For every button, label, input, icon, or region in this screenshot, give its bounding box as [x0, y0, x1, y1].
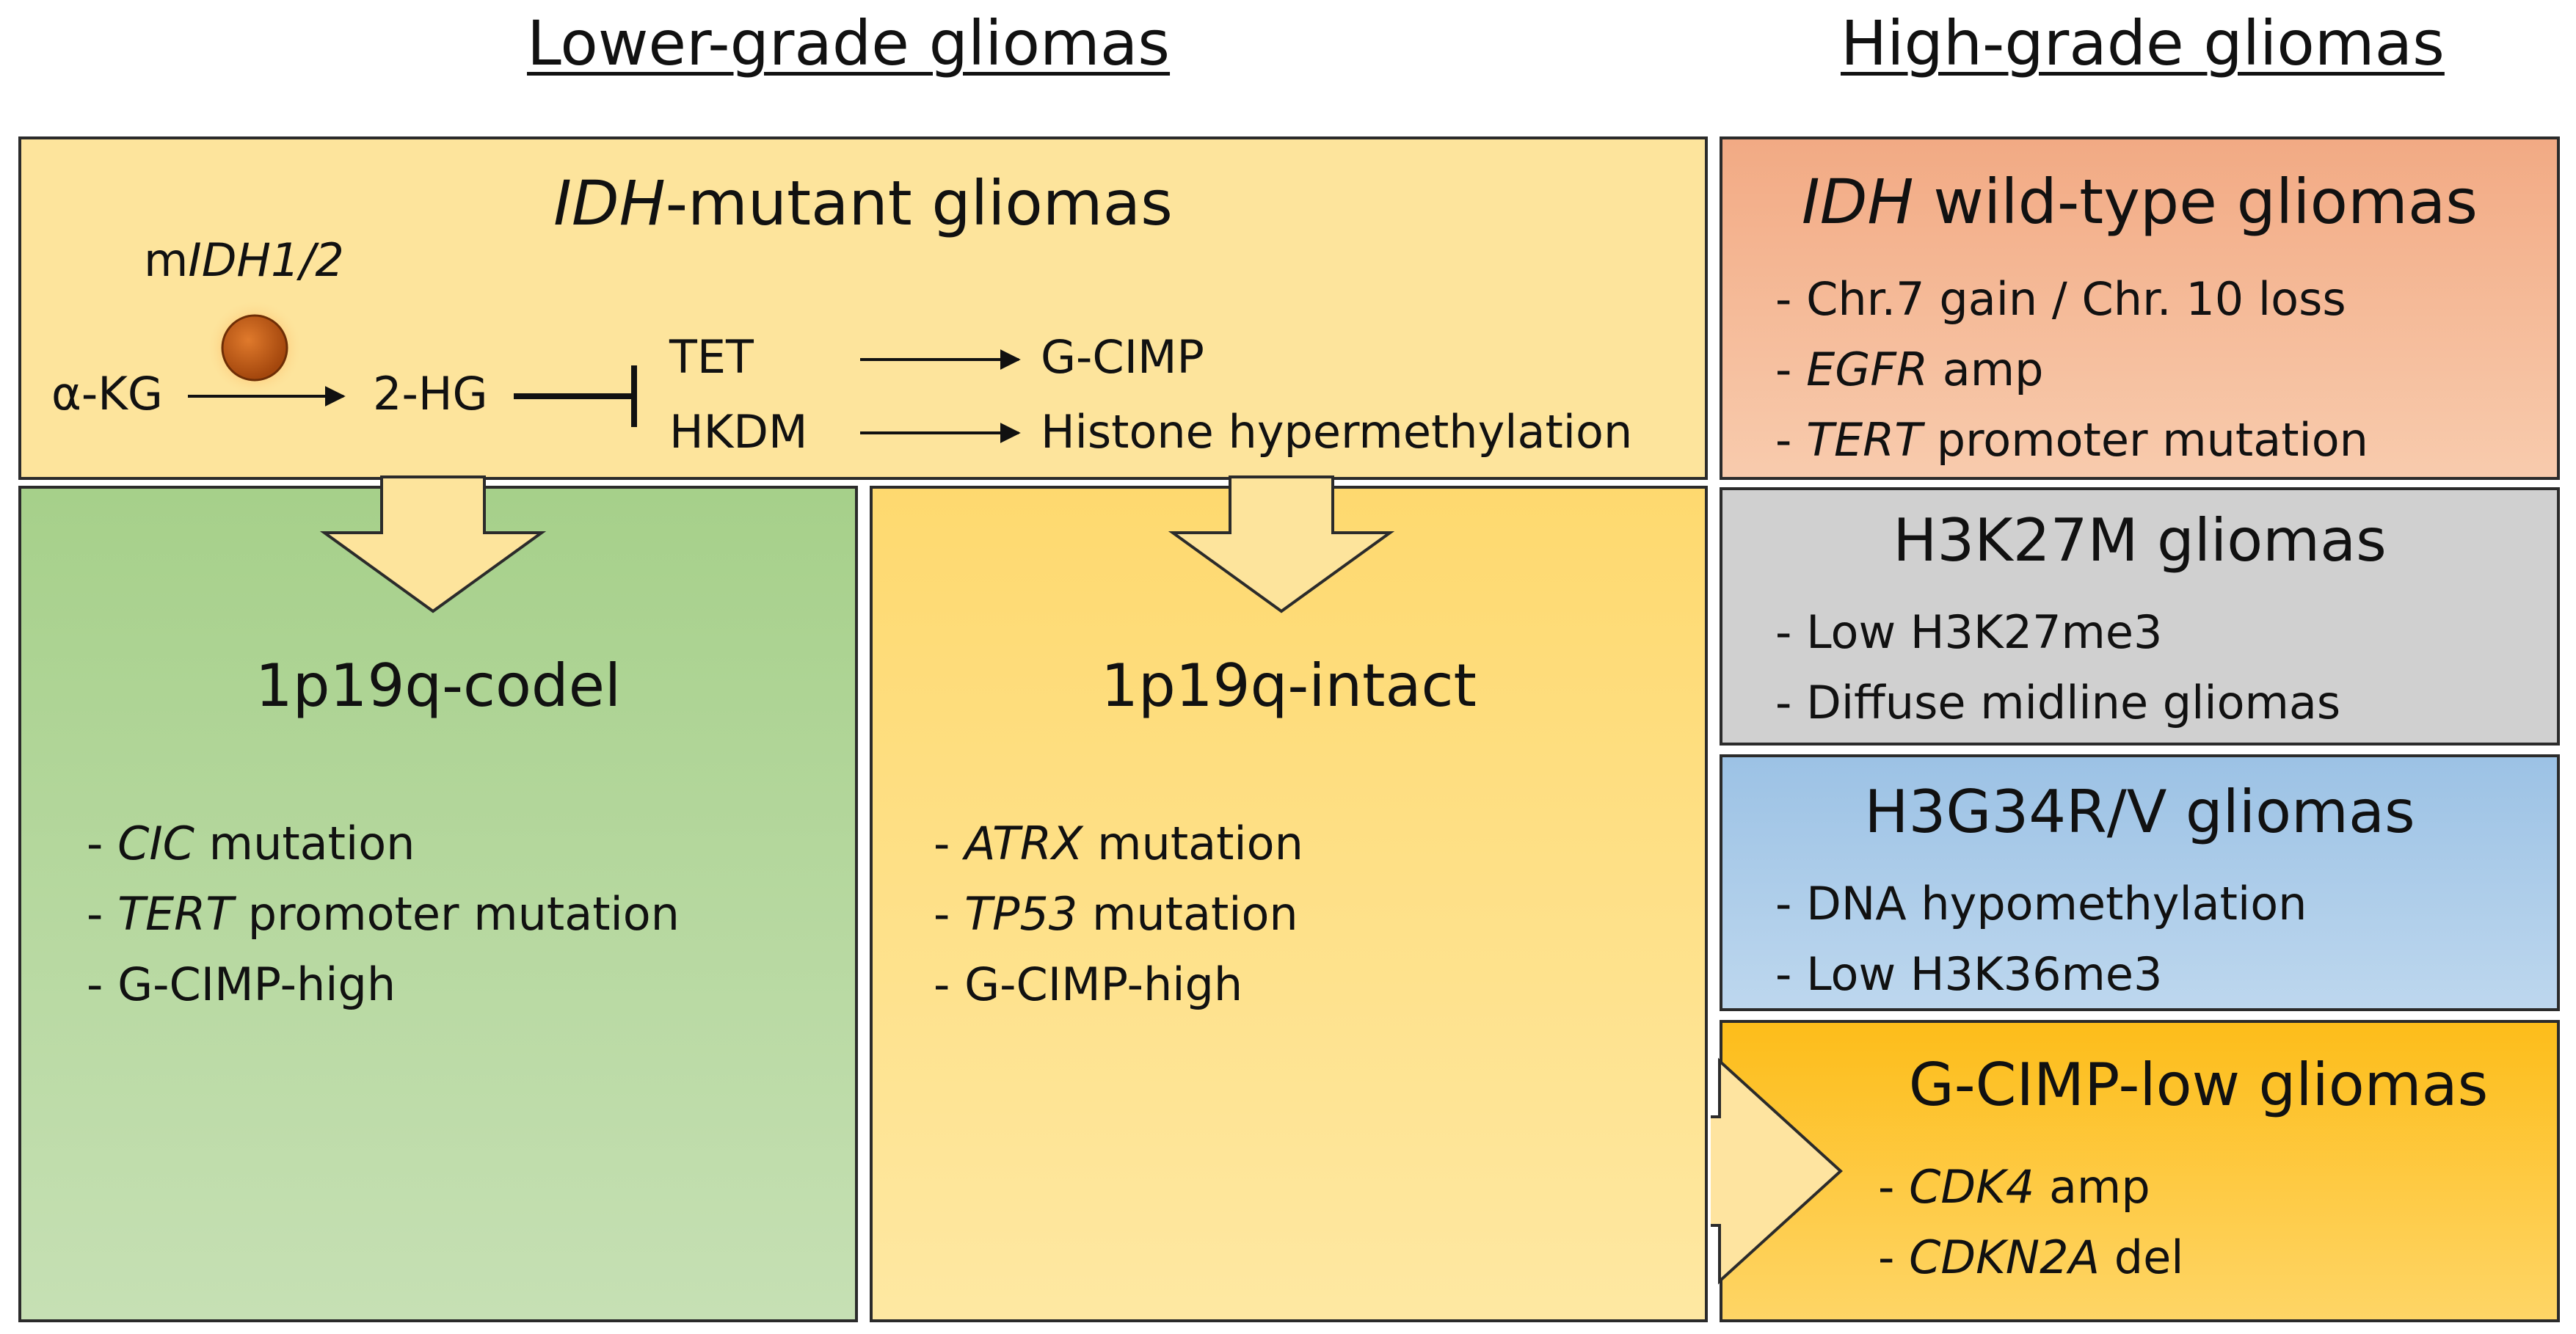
- idh-mutant-title: IDH-mutant gliomas: [21, 167, 1705, 239]
- idh-wildtype-bullets: - Chr.7 gain / Chr. 10 loss - EGFR amp -…: [1775, 264, 2368, 475]
- lower-grade-header: Lower-grade gliomas: [527, 7, 1171, 79]
- outcome-gcimp-label: G-CIMP: [1041, 330, 1204, 384]
- target-hkdm-label: HKDM: [669, 405, 808, 459]
- enzyme-label: mIDH1/2: [144, 233, 344, 287]
- list-item: - CDK4 amp: [1878, 1160, 2150, 1214]
- list-item: - G-CIMP-high: [87, 958, 396, 1011]
- list-item: - CIC mutation: [87, 817, 415, 870]
- list-item: - TERT promoter mutation: [1775, 413, 2368, 467]
- intact-title: 1p19q-intact: [1101, 652, 1477, 720]
- list-item: - EGFR amp: [1775, 343, 2044, 396]
- enzyme-dot-icon: [221, 314, 288, 382]
- substrate-label: α-KG: [51, 367, 163, 420]
- idh-wildtype-title: IDH wild-type gliomas: [1722, 166, 2557, 238]
- codel-box: [18, 486, 858, 1322]
- idh-mutant-title-italic: IDH: [553, 167, 666, 239]
- list-item: - Low H3K36me3: [1775, 947, 2163, 1001]
- h3g34-box: H3G34R/V gliomas - DNA hypomethylation -…: [1720, 754, 2560, 1011]
- h3k27m-title: H3K27M gliomas: [1893, 506, 2387, 575]
- block-arrow-to-codel: [319, 475, 547, 613]
- idh-wildtype-title-italic: IDH: [1801, 166, 1914, 238]
- list-item: - ATRX mutation: [934, 817, 1303, 870]
- idh-wildtype-box: IDH wild-type gliomas - Chr.7 gain / Chr…: [1720, 136, 2560, 480]
- h3g34-title: H3G34R/V gliomas: [1864, 778, 2415, 846]
- codel-bullets: - CIC mutation - TERT promoter mutation …: [87, 809, 680, 1020]
- block-arrow-to-intact: [1168, 475, 1395, 613]
- high-grade-header: High-grade gliomas: [1841, 7, 2445, 79]
- list-item: - CDKN2A del: [1878, 1231, 2184, 1284]
- idh-mutant-box: IDH-mutant gliomas: [18, 136, 1708, 480]
- gcimp-low-title: G-CIMP-low gliomas: [1908, 1051, 2489, 1119]
- idh-mutant-title-rest: -mutant gliomas: [665, 167, 1173, 239]
- list-item: - Low H3K27me3: [1775, 605, 2163, 659]
- list-item: - TERT promoter mutation: [87, 887, 680, 941]
- codel-title: 1p19q-codel: [255, 652, 622, 720]
- target-tet-label: TET: [669, 330, 754, 384]
- idh-wildtype-title-rest: wild-type gliomas: [1913, 166, 2478, 238]
- block-arrow-to-gcimp-low: [1711, 1057, 1843, 1285]
- h3g34-bullets: - DNA hypomethylation - Low H3K36me3: [1775, 869, 2307, 1010]
- list-item: - DNA hypomethylation: [1775, 877, 2307, 930]
- intact-box: [870, 486, 1708, 1322]
- outcome-histone-label: Histone hypermethylation: [1041, 405, 1633, 459]
- list-item: - TP53 mutation: [934, 887, 1298, 941]
- list-item: - Diffuse midline gliomas: [1775, 676, 2341, 729]
- product-label: 2-HG: [373, 367, 488, 420]
- h3k27m-bullets: - Low H3K27me3 - Diffuse midline gliomas: [1775, 597, 2340, 738]
- intact-bullets: - ATRX mutation - TP53 mutation - G-CIMP…: [934, 809, 1303, 1020]
- gcimp-low-box: G-CIMP-low gliomas - CDK4 amp - CDKN2A d…: [1720, 1020, 2560, 1322]
- list-item: - Chr.7 gain / Chr. 10 loss: [1775, 272, 2346, 326]
- gcimp-low-bullets: - CDK4 amp - CDKN2A del: [1878, 1152, 2183, 1293]
- list-item: - G-CIMP-high: [934, 958, 1243, 1011]
- h3k27m-box: H3K27M gliomas - Low H3K27me3 - Diffuse …: [1720, 487, 2560, 746]
